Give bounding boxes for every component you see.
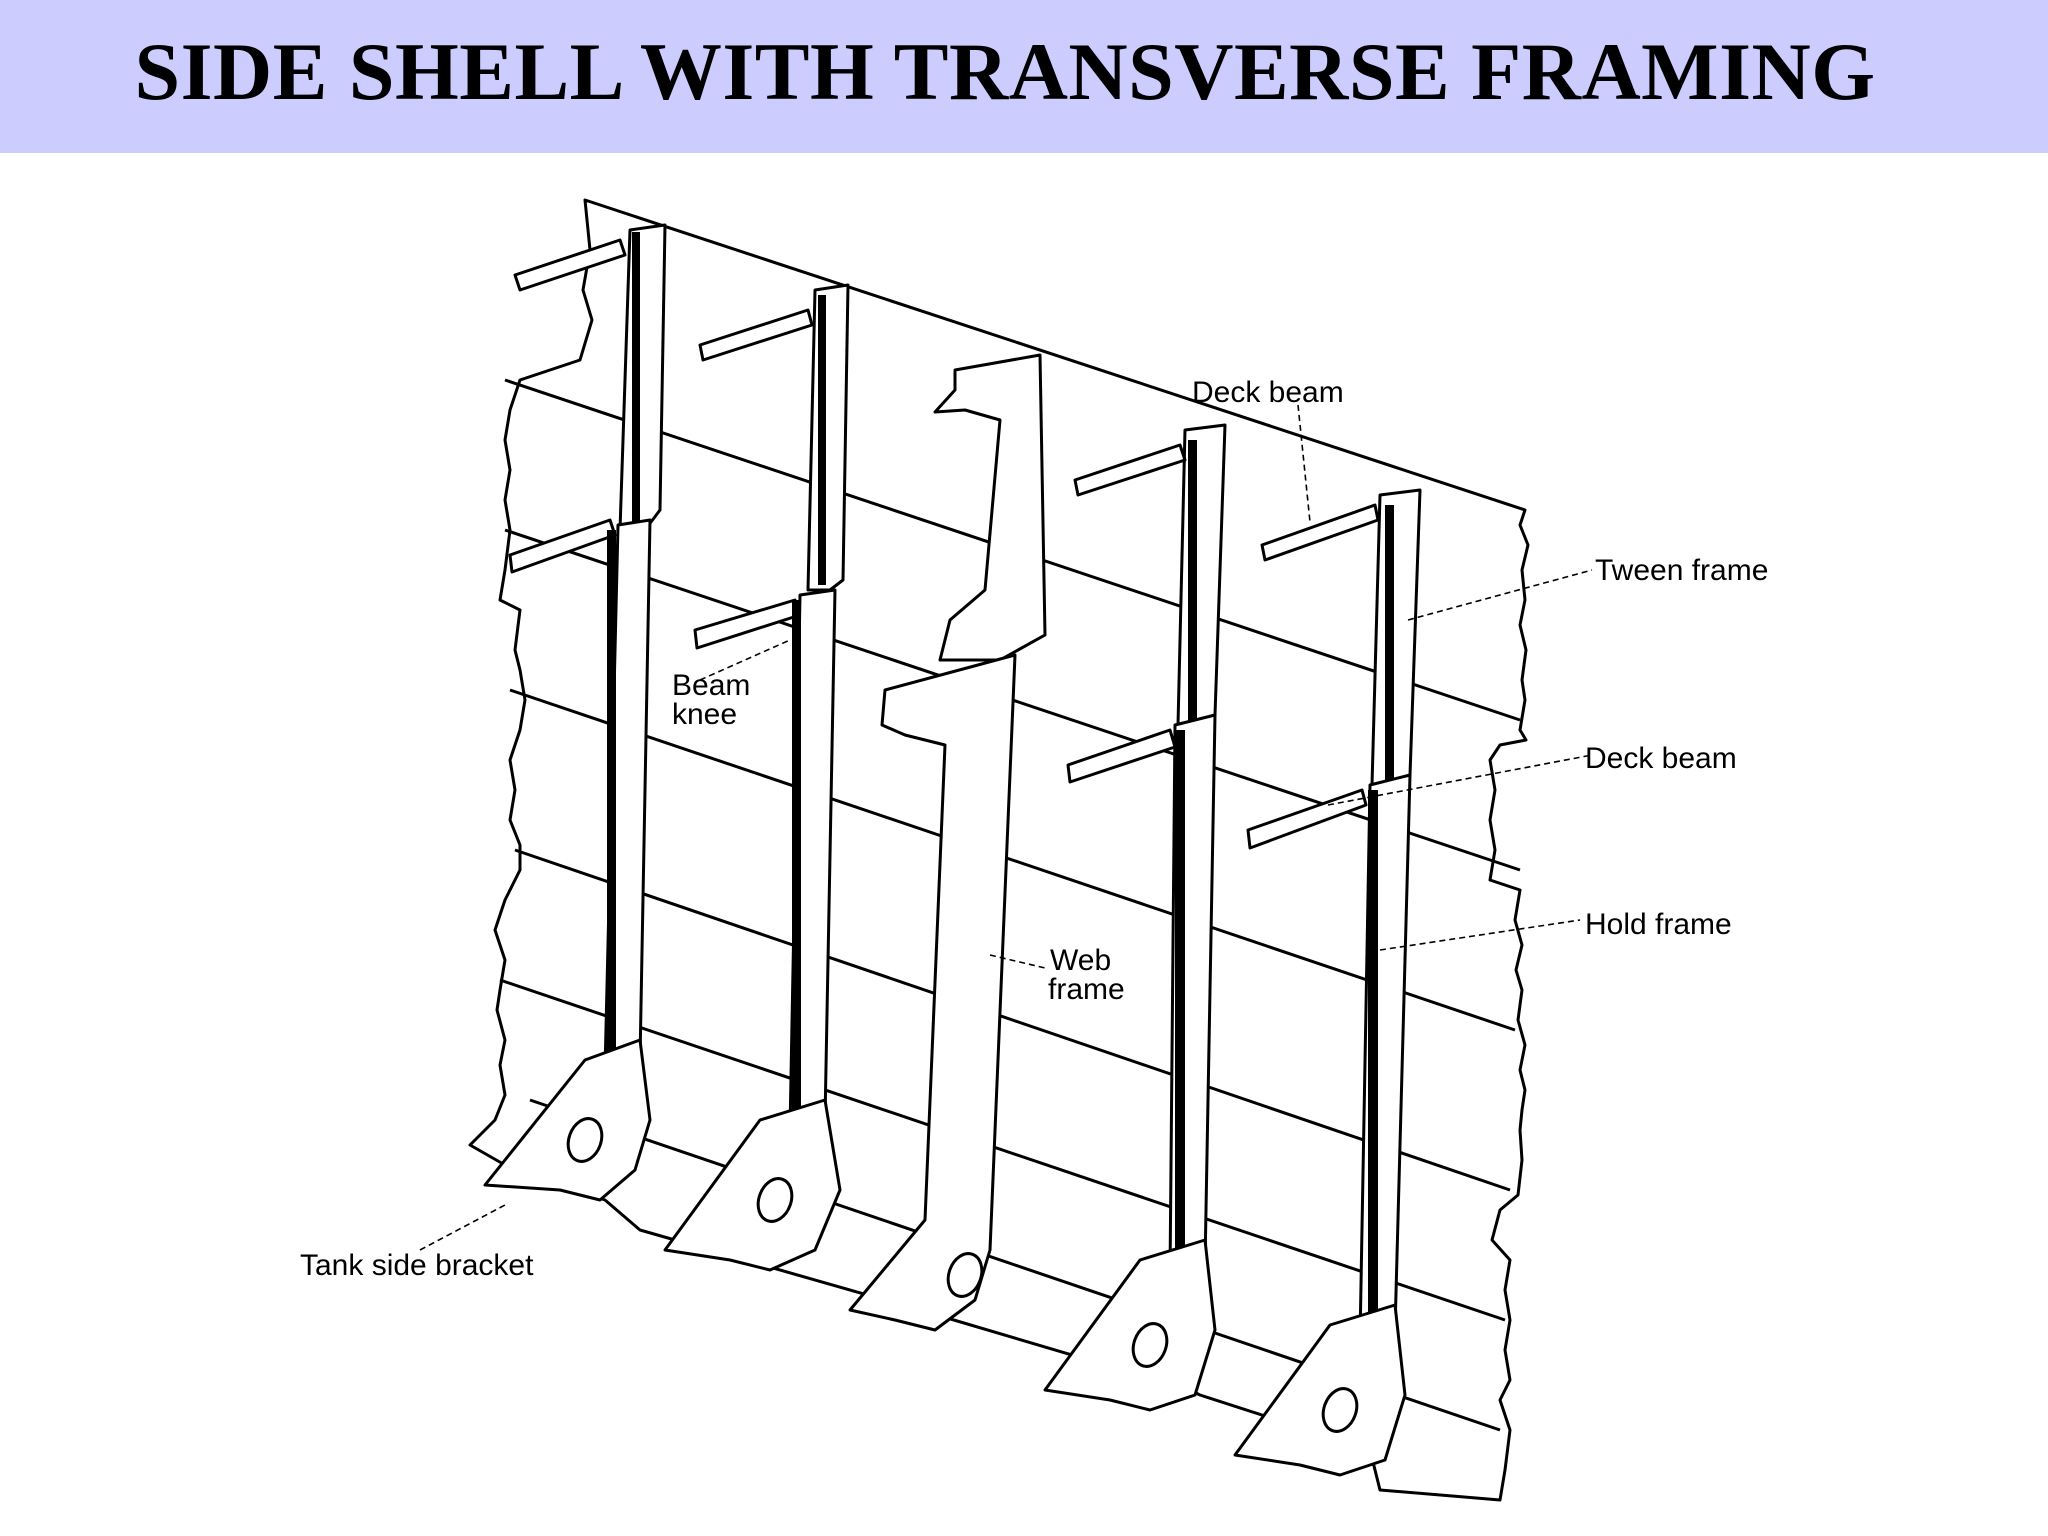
label-deck-beam-upper: Deck beam — [1192, 376, 1344, 409]
label-deck-beam-lower: Deck beam — [1585, 742, 1737, 775]
label-web-frame-line1: Web — [1050, 944, 1111, 977]
label-tween-frame: Tween frame — [1595, 554, 1768, 587]
label-tank-side-bracket: Tank side bracket — [300, 1249, 534, 1282]
label-beam-knee-line1: Beam — [672, 669, 750, 702]
frame-unit-4 — [1043, 423, 1227, 1412]
title-bar: SIDE SHELL WITH TRANSVERSE FRAMING — [0, 0, 2048, 153]
frame-unit-2 — [663, 283, 850, 1272]
label-beam-knee-line2: knee — [672, 698, 737, 731]
frame-unit-1 — [483, 223, 667, 1202]
web-frame-unit — [848, 353, 1047, 1332]
leader-lines — [419, 404, 1593, 1251]
page-title: SIDE SHELL WITH TRANSVERSE FRAMING — [134, 26, 1876, 117]
frame-unit-5 — [1233, 488, 1422, 1477]
label-hold-frame: Hold frame — [1585, 908, 1732, 941]
label-web-frame-line2: frame — [1048, 973, 1125, 1006]
